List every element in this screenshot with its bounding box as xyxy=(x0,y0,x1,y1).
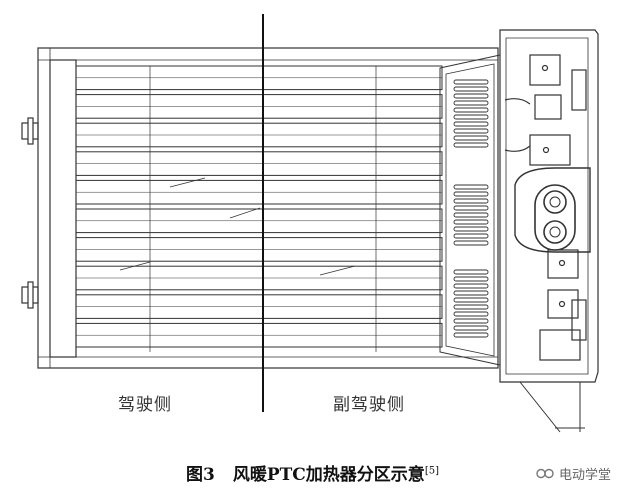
ptc-heater-diagram xyxy=(21,14,599,433)
busbar-slot xyxy=(453,297,489,303)
busbar-slot xyxy=(453,198,489,204)
heating-element-strips xyxy=(75,65,443,352)
busbar-slot xyxy=(453,100,489,106)
busbar-slot xyxy=(453,269,489,275)
busbar-slot xyxy=(453,212,489,218)
busbar-slot xyxy=(453,184,489,190)
busbar-slot xyxy=(453,107,489,113)
busbar-slot xyxy=(453,290,489,296)
busbar-slot xyxy=(453,325,489,331)
busbar-slot xyxy=(453,121,489,127)
watermark: 电动学堂 xyxy=(536,464,611,483)
busbar-slot xyxy=(453,219,489,225)
busbar-slot xyxy=(453,128,489,134)
busbar-slot xyxy=(453,135,489,141)
mounting-stud-lower xyxy=(21,281,39,309)
busbar-slot xyxy=(453,318,489,324)
figure-title: 风暖PTC加热器分区示意 xyxy=(232,465,425,485)
left-frame xyxy=(49,59,77,358)
busbar-slot xyxy=(453,93,489,99)
mounting-stud-upper xyxy=(21,117,39,145)
busbar-slot xyxy=(453,191,489,197)
busbar-slot xyxy=(453,276,489,282)
driver-side-label: 驾驶侧 xyxy=(118,395,172,415)
busbar-slot xyxy=(453,142,489,148)
busbar-slot xyxy=(453,205,489,211)
figure-caption: 图3 风暖PTC加热器分区示意[5] xyxy=(0,460,625,485)
passenger-side-label: 副驾驶侧 xyxy=(333,395,405,415)
reference-marker: [5] xyxy=(424,465,439,477)
figure-number: 图3 xyxy=(186,465,215,485)
busbar-slot xyxy=(453,283,489,289)
busbar-slot xyxy=(453,79,489,85)
busbar-slot xyxy=(453,311,489,317)
busbar-slot xyxy=(453,332,489,338)
busbar-slot xyxy=(453,304,489,310)
busbar-slots xyxy=(453,79,489,338)
controller-block xyxy=(439,29,599,433)
busbar-slot xyxy=(453,233,489,239)
busbar-slot xyxy=(453,114,489,120)
wechat-channel-icon xyxy=(536,468,554,479)
busbar-slot xyxy=(453,226,489,232)
busbar-slot xyxy=(453,240,489,246)
watermark-text: 电动学堂 xyxy=(558,468,611,483)
heater-housing xyxy=(37,47,499,369)
busbar-slot xyxy=(453,86,489,92)
